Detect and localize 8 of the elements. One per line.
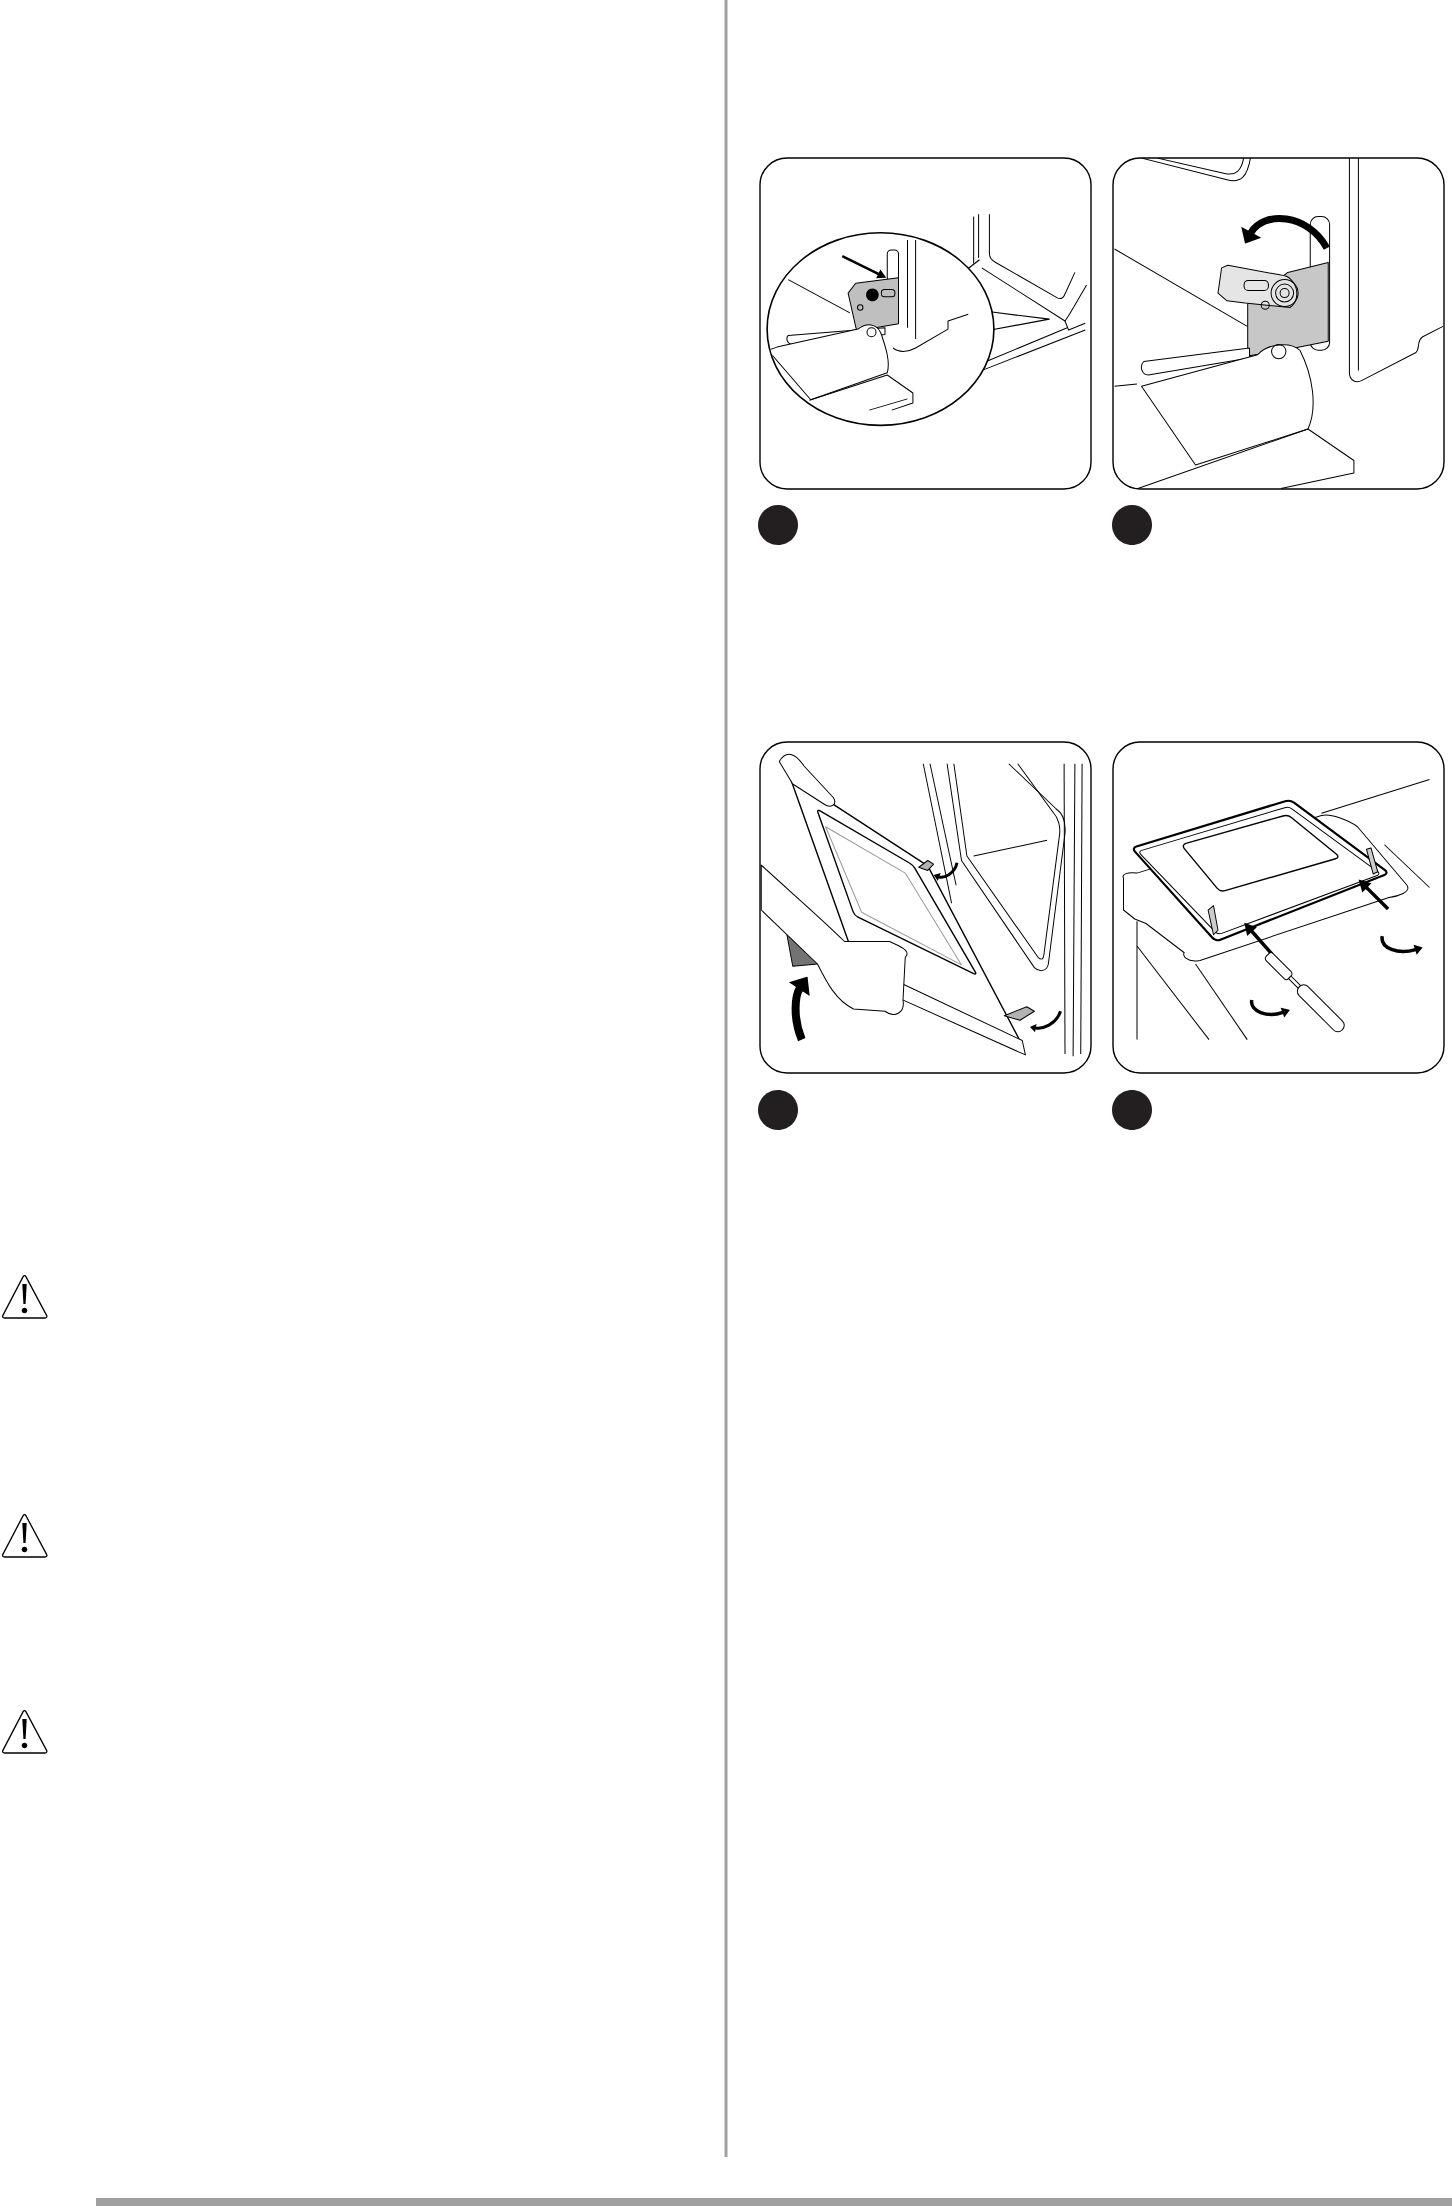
step-circle [758,505,798,545]
step-circle [758,1090,798,1130]
illustration-panel [1112,157,1445,490]
illustration-panel [1112,741,1445,1074]
illustration-panel [759,741,1092,1074]
illustration-panel [759,157,1092,490]
step-circle [1112,505,1152,545]
step-circle [1112,1090,1152,1130]
